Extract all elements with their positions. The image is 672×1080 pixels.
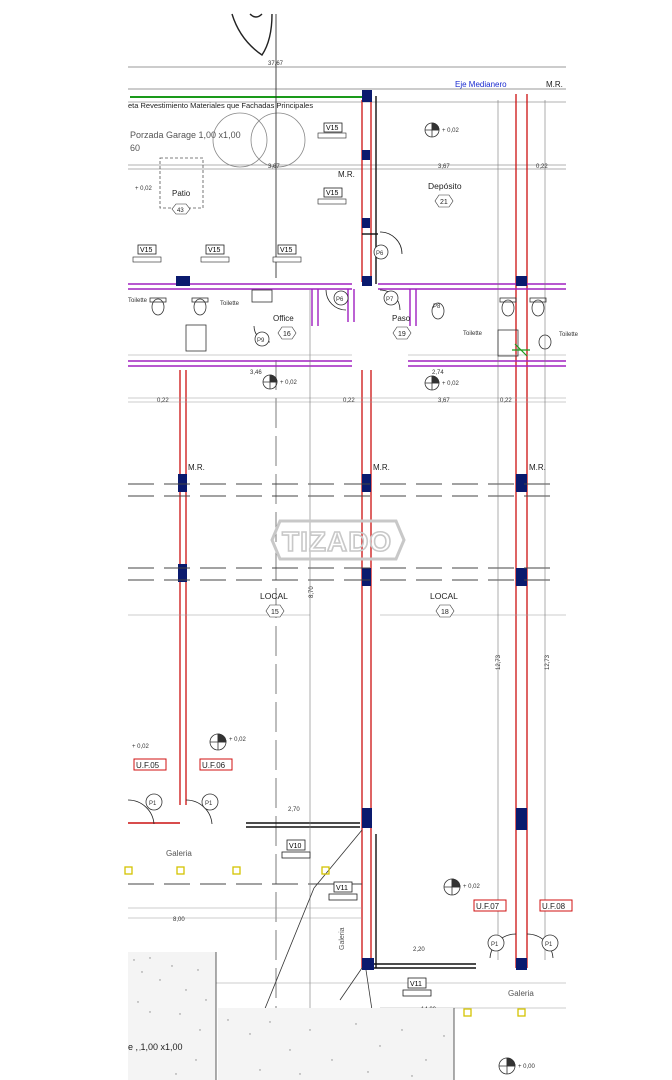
dim-220: 2,20 xyxy=(413,947,425,953)
v15-tag-e: V15 xyxy=(280,247,293,254)
top-curve xyxy=(231,13,273,56)
bath-fixtures xyxy=(149,289,552,357)
thin-grid-lines xyxy=(128,100,566,1080)
office-number: 16 xyxy=(283,331,291,338)
columns xyxy=(176,90,527,970)
dim-022-b: 0,22 xyxy=(343,398,355,404)
facade-note: eta Revestimiento Materiales que Fachada… xyxy=(128,101,313,110)
uf05-label: U.F.05 xyxy=(136,761,160,770)
v11-tag-b: V11 xyxy=(410,981,422,988)
v11-tag-a: V11 xyxy=(336,885,348,892)
door-p1-d: P1 xyxy=(545,942,553,948)
patio-label: Patio xyxy=(172,189,191,198)
galeria-vertical: Galeria xyxy=(339,927,346,950)
level-3: + 0,02 xyxy=(280,380,298,386)
dim-022-a: 0,22 xyxy=(157,398,169,404)
dim-800: 8,00 xyxy=(173,917,185,923)
office-badge xyxy=(277,326,297,340)
purple-partitions xyxy=(128,283,566,367)
door-p9: P9 xyxy=(257,338,265,344)
deposito-label: Depósito xyxy=(428,181,462,191)
paso-badge xyxy=(392,326,412,340)
deposito-number-badge xyxy=(434,194,454,208)
watermark-text: TIZADO xyxy=(282,526,392,557)
toilette-c: Toilette xyxy=(463,331,483,337)
paso-label: Paso xyxy=(392,314,411,323)
patio-number-badge xyxy=(171,203,191,215)
door-p8: P8 xyxy=(433,304,441,310)
dim-1273-a: 12,73 xyxy=(496,654,502,670)
eje-medianero-label: Eje Medianero xyxy=(455,80,507,89)
galeria-a: Galeria xyxy=(166,849,192,858)
local-left-badge xyxy=(265,604,285,618)
uf-boxes xyxy=(133,758,573,912)
deposito-number: 21 xyxy=(440,199,448,206)
level-7: + 0,02 xyxy=(132,744,150,750)
toilette-b: Toilette xyxy=(220,301,240,307)
bottom-note: e , 1,00 x1,00 xyxy=(128,1042,183,1052)
level-5: + 0,02 xyxy=(463,884,481,890)
patio-number: 43 xyxy=(177,208,184,214)
dim-870: 8,70 xyxy=(309,586,315,598)
v15-tag-d: V15 xyxy=(208,247,221,254)
dim-1273-b: 12,73 xyxy=(545,654,551,670)
level-6: + 0,02 xyxy=(135,186,153,192)
local-right-number: 18 xyxy=(441,609,449,616)
local-right-badge xyxy=(435,604,455,618)
tizado-watermark: TIZADO xyxy=(270,519,406,561)
uf08-label: U.F.08 xyxy=(542,902,566,911)
dim-367-c: 3,67 xyxy=(438,398,450,404)
level-2: + 0,02 xyxy=(442,381,460,387)
patio-box xyxy=(159,157,204,209)
garage-circles xyxy=(212,112,306,168)
top-border-lines xyxy=(128,66,566,170)
dim-270: 2,70 xyxy=(288,807,300,813)
uf07-label: U.F.07 xyxy=(476,902,500,911)
door-p6-a: P6 xyxy=(376,251,384,257)
office-label: Office xyxy=(273,314,294,323)
dim-274: 2,74 xyxy=(432,370,444,376)
toilette-d: Toilette xyxy=(559,332,579,338)
mr-right-label: M.R. xyxy=(529,463,546,472)
v15-tag-c: V15 xyxy=(140,247,153,254)
door-p1-a: P1 xyxy=(149,801,157,807)
beam-lines xyxy=(128,483,556,885)
level-1: + 0,02 xyxy=(442,128,460,134)
mr-left-label: M.R. xyxy=(188,463,205,472)
v15-tag-b: V15 xyxy=(326,190,339,197)
window-tags: V15 V15 V15 V15 V15 xyxy=(132,122,347,263)
paso-number: 19 xyxy=(398,331,406,338)
gravel-area xyxy=(128,952,455,1080)
porzada-label: Porzada Garage 1,00 x1,00 xyxy=(130,130,241,140)
num-60: 60 xyxy=(130,143,140,153)
door-circles xyxy=(145,244,559,952)
dim-346: 3,46 xyxy=(250,370,262,376)
door-p1-c: P1 xyxy=(491,942,499,948)
dim-367-a: 3,67 xyxy=(268,164,280,170)
mr-top-label: M.R. xyxy=(546,80,563,89)
v-tags xyxy=(281,839,432,997)
uf06-label: U.F.06 xyxy=(202,761,226,770)
dim-367-b: 3,67 xyxy=(438,164,450,170)
mr-center-label: M.R. xyxy=(373,463,390,472)
door-p6-b: P6 xyxy=(336,297,344,303)
door-p7: P7 xyxy=(386,297,394,303)
toilette-a: Toilette xyxy=(128,298,148,304)
green-drain xyxy=(512,343,530,357)
local-right-label: LOCAL xyxy=(430,591,458,601)
local-left-label: LOCAL xyxy=(260,591,288,601)
v10-tag: V10 xyxy=(289,843,302,850)
level-4: + 0,02 xyxy=(229,737,247,743)
v15-tag-a: V15 xyxy=(326,125,339,132)
mr-mid-label: M.R. xyxy=(338,170,355,179)
local-left-number: 15 xyxy=(271,609,279,616)
galeria-b: Galeria xyxy=(508,989,534,998)
level-8: + 0,00 xyxy=(518,1064,536,1070)
door-p1-b: P1 xyxy=(205,801,213,807)
level-marks xyxy=(209,122,516,1075)
dim-022-d: 0,22 xyxy=(536,164,548,170)
dim-022-c: 0,22 xyxy=(500,398,512,404)
